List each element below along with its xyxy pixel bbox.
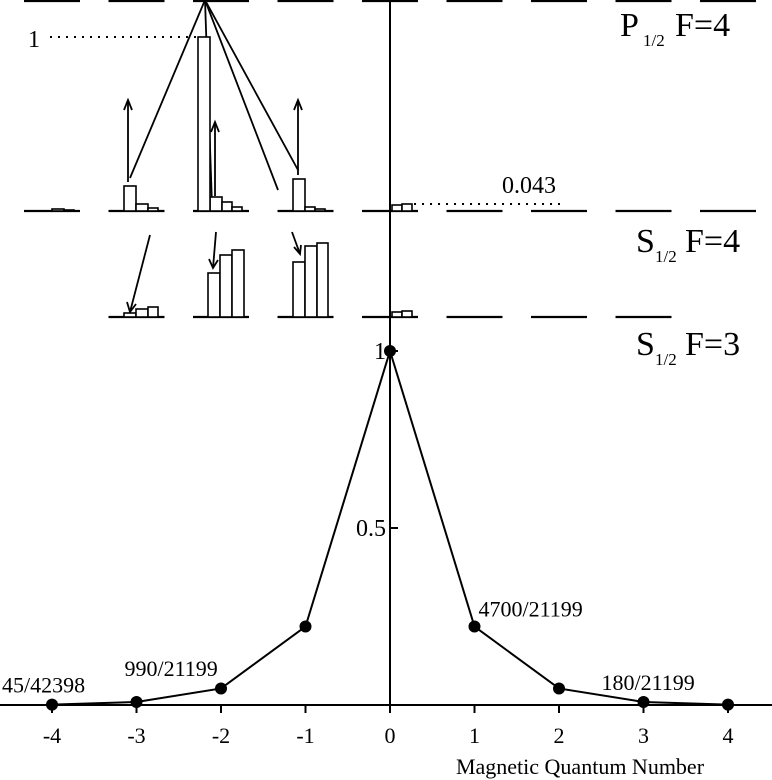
svg-text:F=3: F=3	[685, 326, 740, 363]
x-tick-label: 0	[385, 723, 396, 748]
data-point-m4	[722, 698, 734, 711]
s-f3-population-bars	[123, 242, 413, 318]
s-half-f4-label: S 1/2 F=4	[636, 223, 740, 266]
x-tick-label: -2	[212, 723, 230, 748]
x-tick-label: -4	[43, 723, 61, 748]
p-half-f4-label: P 1/2 F=4	[620, 7, 730, 50]
data-point-m0	[384, 345, 396, 357]
s-half-f3-label: S 1/2 F=3	[636, 326, 740, 369]
transition-lines	[123, 0, 303, 314]
svg-text:S: S	[636, 223, 655, 260]
svg-text:1/2: 1/2	[655, 350, 677, 369]
data-point-m3	[637, 695, 650, 708]
svg-text:F=4: F=4	[675, 7, 730, 44]
top-value-label: 1	[28, 27, 40, 53]
data-point-m2	[553, 682, 565, 695]
x-tick-label: 4	[723, 723, 734, 748]
point-label-m3: 180/21199	[602, 670, 695, 695]
data-point-m-1	[299, 620, 312, 633]
svg-text:S: S	[636, 326, 655, 363]
data-point-m-2	[215, 682, 227, 695]
x-tick-label: -1	[296, 723, 314, 748]
data-point-m1	[468, 620, 481, 633]
data-point-m-4	[46, 698, 58, 711]
data-point-m-3	[130, 695, 143, 708]
x-tick-label: 1	[469, 723, 480, 748]
svg-text:P: P	[620, 7, 639, 44]
point-label-m-4: 45/42398	[2, 673, 85, 698]
svg-text:1/2: 1/2	[655, 247, 677, 266]
point-label-m-3: 990/21199	[125, 656, 218, 681]
y-tick-label: 0.5	[356, 516, 386, 542]
svg-text:F=4: F=4	[685, 223, 740, 260]
side-value-label: 0.043	[502, 173, 556, 199]
y-tick-label: 1	[374, 339, 386, 365]
x-axis-label: Magnetic Quantum Number	[456, 754, 705, 779]
x-tick-label: 2	[554, 723, 565, 748]
s-f4-population-bars	[51, 178, 413, 212]
excited-population-bar	[197, 36, 211, 212]
svg-text:1/2: 1/2	[643, 31, 665, 50]
x-tick-label: 3	[638, 723, 649, 748]
x-tick-label: -3	[127, 723, 145, 748]
point-label-m1: 4700/21199	[479, 597, 583, 622]
